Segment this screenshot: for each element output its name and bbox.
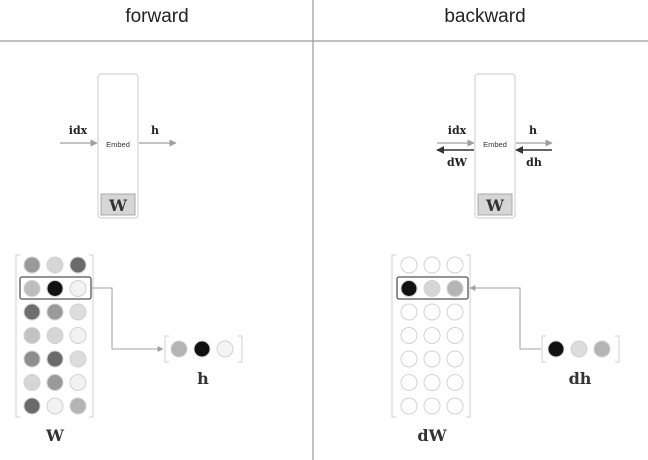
backward-input-label: idx	[448, 124, 467, 137]
forward-matrix-cell-r2-c1	[46, 303, 64, 321]
forward-weight-box	[100, 193, 136, 216]
backward-weight-box	[477, 193, 513, 216]
forward-matrix-cell-r1-c0	[23, 280, 41, 297]
forward-matrix-cell-r0-c2	[69, 256, 87, 274]
backward-matrix-cell-r0-c2	[446, 256, 464, 274]
forward-matrix-cell-r3-c0	[23, 327, 41, 344]
forward-panel-title: forward	[125, 6, 189, 27]
forward-matrix-cell-r2-c0	[23, 303, 41, 321]
backward-vector-cell-r0-c0	[547, 340, 565, 358]
forward-matrix	[15, 254, 94, 418]
forward-matrix-cell-r4-c2	[69, 350, 87, 368]
forward-matrix-cell-r6-c2	[69, 397, 87, 415]
backward-matrix-cell-r4-c0	[400, 350, 418, 368]
backward-matrix-cell-r4-c1	[423, 350, 441, 368]
forward-matrix-cell-r1-c2	[69, 280, 87, 297]
backward-matrix-label: dW	[417, 426, 447, 445]
backward-matrix-cell-r3-c2	[446, 327, 464, 344]
backward-matrix-cell-r4-c2	[446, 350, 464, 368]
forward-matrix-cell-r6-c0	[23, 397, 41, 415]
forward-vector-bracket-left	[164, 335, 169, 363]
forward-matrix-bracket-right	[89, 254, 94, 418]
forward-matrix-cell-r1-c1	[46, 280, 64, 297]
backward-input-grad-label: dW	[447, 156, 468, 169]
backward-embed-label: Embed	[483, 140, 507, 149]
backward-matrix-bracket-left	[391, 254, 396, 418]
backward-matrix-cell-r1-c2	[446, 280, 464, 297]
forward-vector-cell-r0-c2	[216, 340, 234, 358]
forward-output-vector	[164, 335, 243, 363]
forward-matrix-label: W	[45, 426, 65, 445]
backward-matrix-cell-r2-c1	[423, 303, 441, 321]
forward-lookup-connector	[91, 287, 164, 352]
forward-matrix-cell-r0-c0	[23, 256, 41, 274]
backward-matrix-cell-r5-c2	[446, 374, 464, 391]
backward-matrix-cell-r3-c1	[423, 327, 441, 344]
backward-vector-cells	[547, 340, 611, 358]
forward-vector-cell-r0-c0	[170, 340, 188, 358]
backward-output-grad-label: dh	[526, 156, 542, 169]
backward-embed-block: Embed W	[474, 73, 516, 219]
forward-output-label: h	[151, 124, 159, 137]
forward-embed-label: Embed	[106, 140, 130, 149]
forward-embed-block: Embed W	[97, 73, 139, 219]
forward-vector-bracket-right	[238, 335, 243, 363]
forward-vector-label: h	[197, 369, 209, 388]
backward-grad-vector	[541, 335, 620, 363]
backward-matrix	[391, 254, 471, 418]
forward-matrix-cells	[23, 256, 87, 415]
backward-matrix-cell-r2-c2	[446, 303, 464, 321]
forward-matrix-cell-r3-c2	[69, 327, 87, 344]
backward-matrix-cell-r5-c0	[400, 374, 418, 391]
forward-matrix-bracket-left	[15, 254, 20, 418]
backward-vector-label: dh	[569, 369, 592, 388]
forward-matrix-cell-r5-c0	[23, 374, 41, 391]
backward-matrix-cells	[400, 256, 464, 415]
forward-vector-cells	[170, 340, 234, 358]
forward-matrix-cell-r5-c2	[69, 374, 87, 391]
backward-matrix-cell-r3-c0	[400, 327, 418, 344]
backward-matrix-cell-r0-c0	[400, 256, 418, 274]
backward-matrix-cell-r0-c1	[423, 256, 441, 274]
forward-vector-cell-r0-c1	[193, 340, 211, 358]
backward-weight-label: W	[485, 196, 505, 215]
backward-panel-title: backward	[444, 6, 526, 27]
backward-matrix-cell-r6-c2	[446, 397, 464, 415]
backward-matrix-cell-r6-c0	[400, 397, 418, 415]
backward-matrix-cell-r6-c1	[423, 397, 441, 415]
backward-output-label: h	[529, 124, 537, 137]
backward-vector-bracket-right	[615, 335, 620, 363]
forward-embed-box	[97, 73, 139, 219]
forward-matrix-cell-r2-c2	[69, 303, 87, 321]
backward-matrix-bracket-right	[466, 254, 471, 418]
backward-matrix-cell-r1-c1	[423, 280, 441, 297]
backward-selected-row-highlight	[396, 276, 469, 300]
forward-matrix-cell-r5-c1	[46, 374, 64, 391]
backward-matrix-cell-r2-c0	[400, 303, 418, 321]
backward-vector-bracket-left	[541, 335, 546, 363]
backward-embed-box	[474, 73, 516, 219]
forward-matrix-cell-r3-c1	[46, 327, 64, 344]
backward-scatter-connector	[469, 285, 541, 350]
forward-input-label: idx	[69, 124, 88, 137]
backward-vector-cell-r0-c2	[593, 340, 611, 358]
backward-vector-cell-r0-c1	[570, 340, 588, 358]
forward-matrix-cell-r4-c0	[23, 350, 41, 368]
forward-matrix-cell-r6-c1	[46, 397, 64, 415]
forward-matrix-cell-r4-c1	[46, 350, 64, 368]
forward-matrix-cell-r0-c1	[46, 256, 64, 274]
backward-matrix-cell-r1-c0	[400, 280, 418, 297]
forward-weight-label: W	[108, 196, 128, 215]
backward-matrix-cell-r5-c1	[423, 374, 441, 391]
